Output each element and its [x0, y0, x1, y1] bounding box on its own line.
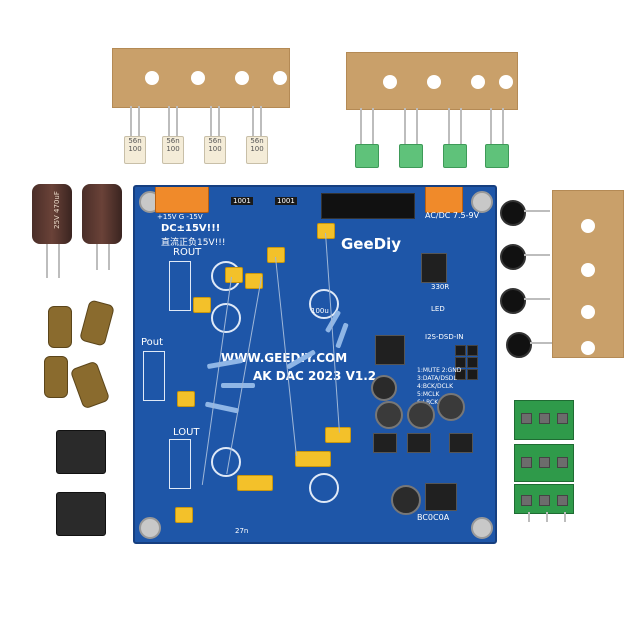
yellow-cap: [193, 297, 211, 313]
res-marking: 1001: [275, 197, 297, 205]
board-electrolytic-cap: [371, 375, 397, 401]
yellow-cap: [295, 451, 331, 467]
power-label-left: DC±15V!!!: [161, 223, 221, 234]
cap-100u: 100u: [311, 307, 329, 315]
inductor: [500, 288, 526, 314]
mounting-hole: [471, 517, 493, 539]
power-label-left-cn: 直流正负15V!!!: [161, 238, 226, 248]
r-330-label: 330R: [431, 283, 450, 291]
power-terminal-right: [425, 187, 463, 213]
dac-chip: [375, 335, 405, 365]
model-text: AK DAC 2023 V1.2: [253, 369, 377, 383]
electrolytic-capacitor: [82, 184, 122, 244]
film-capacitor: [443, 144, 467, 168]
board-electrolytic-cap: [391, 485, 421, 515]
ceramic-capacitor: 56n 100: [162, 136, 184, 164]
lout-label: LOUT: [173, 427, 200, 438]
board-electrolytic-cap: [375, 401, 403, 429]
film-capacitor: [355, 144, 379, 168]
film-capacitor: [485, 144, 509, 168]
small-electrolytic-cap: [69, 360, 111, 410]
small-electrolytic-cap: [44, 356, 68, 398]
res-marking: 1001: [231, 197, 253, 205]
i2s-header-label: I2S-DSD-IN: [425, 333, 464, 341]
inductor: [506, 332, 532, 358]
board-ic: [407, 433, 431, 453]
cap-rating: 25V 470uF: [52, 191, 61, 229]
rout-label: ROUT: [173, 247, 202, 258]
ceramic-capacitor: 56n 100: [124, 136, 146, 164]
inductor-tape-strip: [552, 190, 624, 358]
led-label: LED: [431, 305, 445, 313]
screw-terminal-block: [514, 400, 574, 440]
board-electrolytic-cap: [437, 393, 465, 421]
site-text: WWW.GEEDIY.COM: [221, 351, 348, 365]
mounting-hole: [471, 191, 493, 213]
regulator: [425, 483, 457, 511]
brand-logo: GeeDiy: [341, 235, 402, 253]
soic-chip: [56, 492, 106, 536]
pin-header: [321, 193, 415, 219]
soic-chip: [56, 430, 106, 474]
rail-label: +15V G -15V: [157, 213, 203, 221]
yellow-cap: [175, 507, 193, 523]
power-label-right: AC/DC 7.5-9V: [425, 211, 480, 220]
pinout-line-1: 1:MUTE 2:GND: [417, 367, 462, 374]
yellow-cap: [177, 391, 195, 407]
yellow-cap: [237, 475, 273, 491]
mounting-hole: [139, 517, 161, 539]
power-terminal-left: [155, 187, 209, 213]
yellow-cap: [225, 267, 243, 283]
pinout-line-4: 5:MCLK: [417, 391, 440, 398]
small-electrolytic-cap: [48, 306, 72, 348]
ceramic-capacitor: 56n 100: [204, 136, 226, 164]
cap-27n: 27n: [235, 527, 249, 535]
dac-pcb-board: +15V G -15V DC±15V!!! 直流正负15V!!! 1001 10…: [133, 185, 497, 544]
pout-label: Pout: [141, 337, 164, 348]
inductor: [500, 200, 526, 226]
small-electrolytic-cap: [79, 299, 115, 347]
regulator-chip: [421, 253, 447, 283]
screw-terminal-block: [514, 484, 574, 514]
film-capacitor: [399, 144, 423, 168]
screw-terminal-block: [514, 444, 574, 482]
board-electrolytic-cap: [407, 401, 435, 429]
board-ic: [449, 433, 473, 453]
ceramic-cap-tape-strip: [112, 48, 290, 108]
inductor: [500, 244, 526, 270]
board-ic: [373, 433, 397, 453]
ceramic-capacitor: 56n 100: [246, 136, 268, 164]
pinout-line-3: 4:BCK/DCLK: [417, 383, 454, 390]
electrolytic-capacitor: [32, 184, 72, 244]
bottom-code: BC0C0A: [417, 513, 450, 522]
film-cap-tape-strip: [346, 52, 518, 110]
pinout-line-2: 3:DATA/DSDL: [417, 375, 457, 382]
